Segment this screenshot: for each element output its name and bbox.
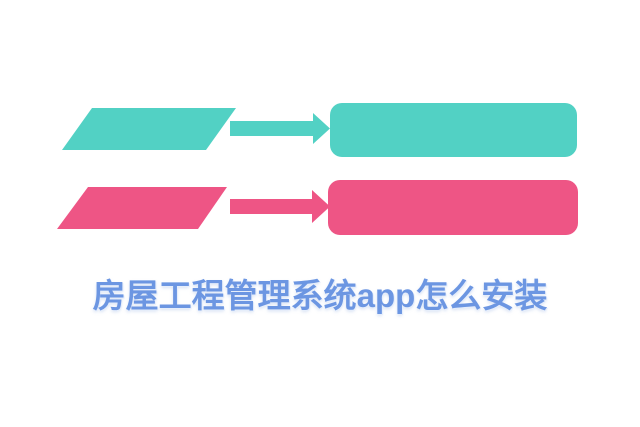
pink-parallelogram-shape xyxy=(57,187,227,229)
arrow-right-icon xyxy=(230,113,330,144)
arrow-right-icon xyxy=(230,190,330,223)
pink-rounded-rect-shape xyxy=(328,180,578,235)
arrow-right-icon-glyph xyxy=(230,190,330,223)
caption-title: 房屋工程管理系统app怎么安装 xyxy=(92,277,548,314)
teal-parallelogram-shape xyxy=(62,108,236,150)
arrow-right-icon-glyph xyxy=(230,113,330,144)
teal-rounded-rect-shape xyxy=(330,103,577,157)
